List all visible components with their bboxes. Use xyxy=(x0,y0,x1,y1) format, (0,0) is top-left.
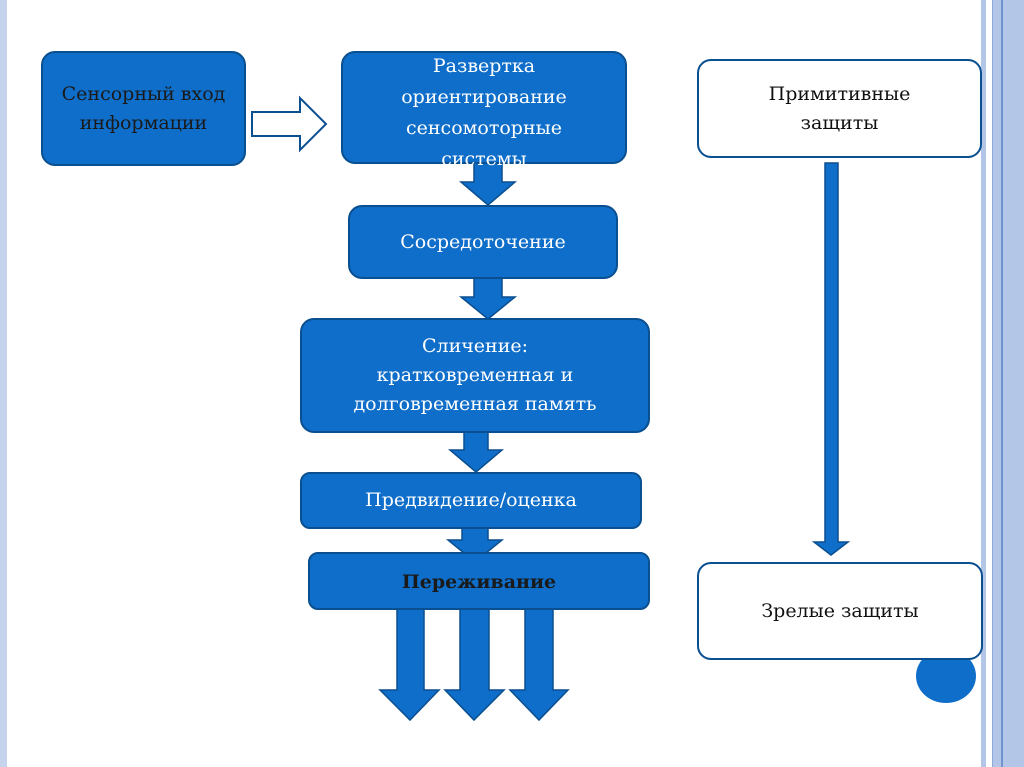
decorative-circle xyxy=(916,649,976,703)
step-label: Переживание xyxy=(401,571,557,593)
down-arrow-output xyxy=(378,607,441,722)
step-label: Предвидение/оценка xyxy=(365,489,577,511)
primitive-defenses-box: Примитивные защиты xyxy=(697,59,982,158)
step-label: Развертка ориентирование сенсомоторные с… xyxy=(401,55,567,170)
sensory-input-box: Сенсорный вход информации xyxy=(41,51,246,166)
left-border-stripe xyxy=(0,0,7,767)
right-border-band xyxy=(992,0,1024,767)
right-border-stripe xyxy=(981,0,986,767)
step-focus-box: Сосредоточение xyxy=(348,205,618,279)
down-arrow xyxy=(447,431,505,473)
mature-defenses-box: Зрелые защиты xyxy=(697,562,983,660)
step-comparison-box: Сличение: кратковременная и долговременн… xyxy=(300,318,650,433)
step-anticipation-box: Предвидение/оценка xyxy=(300,472,642,529)
step-scan-box: Развертка ориентирование сенсомоторные с… xyxy=(341,51,627,170)
hollow-right-arrow xyxy=(251,95,328,153)
down-arrow-output xyxy=(443,607,506,722)
step-label: Сличение: кратковременная и долговременн… xyxy=(353,335,597,415)
down-arrow xyxy=(445,527,505,563)
down-arrow xyxy=(458,162,518,206)
step-experience-box: Переживание xyxy=(308,552,650,610)
long-down-arrow xyxy=(811,162,851,556)
down-arrow-output xyxy=(508,607,570,722)
defense-label: Примитивные защиты xyxy=(768,82,911,134)
down-arrow xyxy=(458,277,518,320)
sensory-input-label: Сенсорный вход информации xyxy=(61,82,226,134)
right-border-line xyxy=(1001,0,1003,767)
step-label: Сосредоточение xyxy=(400,230,566,253)
defense-label: Зрелые защиты xyxy=(761,599,919,622)
